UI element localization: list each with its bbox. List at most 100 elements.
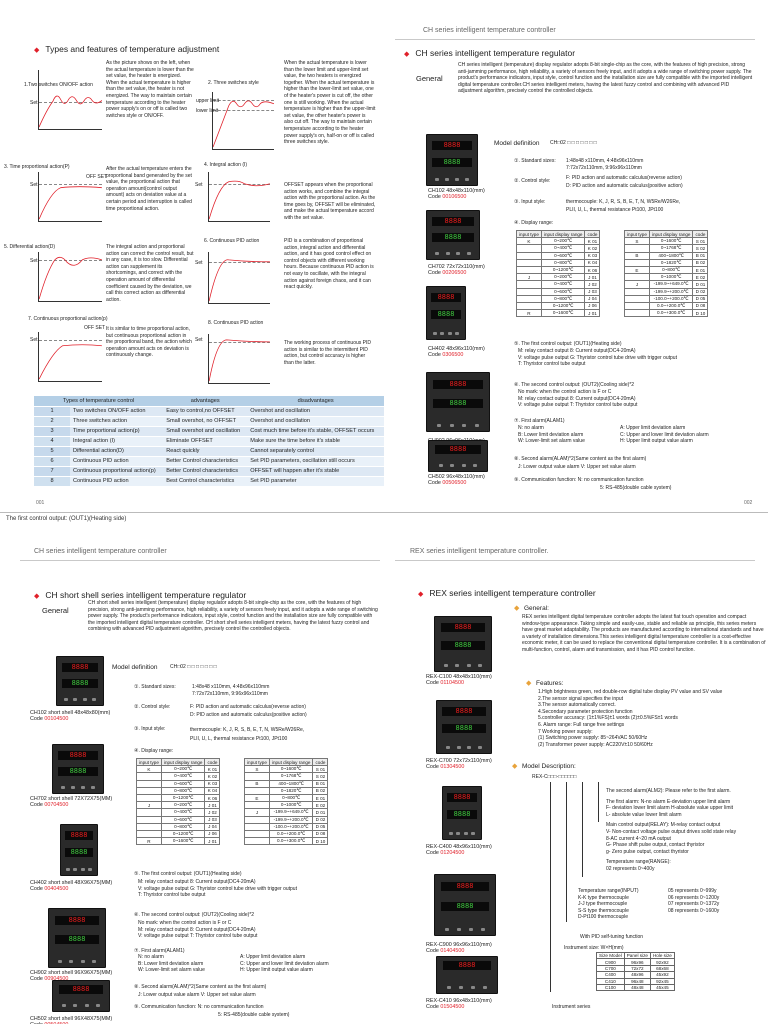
spec-alarm2-label: ⑧. Second alarm(ALAM)*2(Same content as … xyxy=(134,984,267,990)
device-size: 96x48x110(mm) xyxy=(453,998,492,1004)
model-tree-line xyxy=(566,782,567,922)
table-cell: 0~800℃ xyxy=(160,822,206,831)
graph-sv-1: Set xyxy=(30,100,38,106)
table-cell: K 03 xyxy=(584,251,601,260)
button-row xyxy=(59,1004,104,1007)
pid-note: With PID self-tuning function xyxy=(580,934,644,940)
table-cell: K xyxy=(136,765,162,774)
table-cell: 0~1200℃ xyxy=(160,793,206,803)
button-row xyxy=(443,986,491,989)
table-cell: E 01 xyxy=(312,793,329,803)
device-code: Code 00506500 xyxy=(428,480,467,486)
key-button xyxy=(456,746,461,749)
device-code: Code 00106500 xyxy=(428,194,467,200)
table-cell: J 01 xyxy=(204,837,221,846)
key-button xyxy=(467,746,472,749)
table-cell xyxy=(516,251,542,260)
table-cell: Continuous proportional action(p) xyxy=(70,466,164,477)
range-code: 05 represents 0~999y xyxy=(668,888,717,894)
table-cell: J 02 xyxy=(584,280,601,289)
tree-item: Temperature range(RANGE): xyxy=(606,859,671,866)
table-cell: Set PID parameters, oscillation still oc… xyxy=(247,456,384,467)
spec-out1-label: ⑤. The first control output: (OUT1)(Heat… xyxy=(514,341,622,347)
spec-sizes-label: ①. Standard sizes: xyxy=(514,158,556,164)
button-row xyxy=(441,664,486,667)
tree-item: Main control output(RELAY): M-relay cont… xyxy=(606,822,721,829)
spec-line: V: voltage pulse output G: Thyristor con… xyxy=(518,354,677,361)
key-button xyxy=(461,464,466,467)
spec-comm-label: ⑨. Communication function: N: no communi… xyxy=(134,1004,264,1010)
graph-label-4: 4. Integral action (I) xyxy=(204,162,248,168)
display-green: 8888 xyxy=(441,902,489,911)
key-button xyxy=(66,868,71,871)
table-cell xyxy=(516,258,542,267)
graph-curve xyxy=(39,95,102,128)
display-red: 8888 xyxy=(64,831,94,840)
spec-display-label: ④. Display range: xyxy=(514,220,554,226)
spec-comm-value: 5: RS-485(double cable system) xyxy=(600,485,672,491)
key-button xyxy=(58,960,63,963)
model-description-heading: Model Description: xyxy=(522,763,576,770)
table-cell: J 04 xyxy=(584,294,601,303)
device-code: Code 00704500 xyxy=(30,802,69,808)
column-header: input type xyxy=(516,229,542,239)
graph-label-2: 2. Three switches style xyxy=(208,80,259,86)
column-header: input type xyxy=(624,229,650,239)
desc-differential: The integral action and proportional act… xyxy=(106,244,194,303)
device-size: 48x96x110(mm) xyxy=(446,346,485,352)
graph-sv-7: Set xyxy=(30,337,38,343)
graph-curve xyxy=(39,186,102,220)
table-cell: Continuous PID action xyxy=(70,476,164,487)
table-cell: J 03 xyxy=(584,287,601,296)
table-cell: K xyxy=(516,237,542,246)
table-cell xyxy=(136,815,162,824)
table-cell: B 01 xyxy=(692,251,709,260)
key-button xyxy=(87,868,92,871)
table-cell xyxy=(136,808,162,817)
table-cell: 0~800℃ xyxy=(540,258,586,267)
device-name: CH702 short shell xyxy=(30,796,73,802)
table-cell: J 01 xyxy=(584,273,601,282)
general-label: General xyxy=(416,74,443,83)
display-red: 8888 xyxy=(446,793,478,803)
spec-line: V: voltage pulse output T: Thyristor con… xyxy=(518,402,638,409)
spec-sizes-label: ①. Standard sizes: xyxy=(134,684,176,690)
table-cell xyxy=(244,822,270,831)
display-red: 8888 xyxy=(58,984,104,994)
table-cell: K 03 xyxy=(204,779,221,788)
range-code: 07 represents 0~1372y xyxy=(668,901,720,908)
key-button xyxy=(471,832,476,835)
key-button xyxy=(473,464,478,467)
table-cell: Continuous PID action xyxy=(70,456,164,467)
key-button xyxy=(455,332,460,335)
feature-item: 5.controller accuracy: (1±1%FS)±1 words … xyxy=(538,715,678,722)
table-cell: Eliminate OFFSET xyxy=(163,436,248,447)
spec-sizes-value-2: 7:72x72x110mm, 9:96x96x110mm xyxy=(192,691,268,697)
table-cell: 0~1200℃ xyxy=(540,265,586,275)
table-cell: 6 xyxy=(34,456,70,467)
features-heading: Features: xyxy=(536,680,564,687)
table-cell: 0~1820℃ xyxy=(268,786,314,795)
key-button xyxy=(465,178,469,181)
device-size: 72x72x110(mm) xyxy=(453,758,492,764)
table-cell: D 08 xyxy=(692,301,709,311)
display-red: 8888 xyxy=(440,623,486,633)
graph-on-off xyxy=(38,70,102,130)
device-caption: REX-C400 48x96x110(mm)Code 01204500 xyxy=(426,844,492,856)
desc-on-off: As the picture shows on the left, when t… xyxy=(106,60,194,119)
device-code-value: 00504500 xyxy=(44,1022,68,1024)
spec-alarm1-label: ⑦. First alarm(ALAM1) xyxy=(514,418,565,424)
display-green: 8888 xyxy=(64,847,94,857)
column-header: input display range xyxy=(540,229,586,239)
table-cell: S xyxy=(244,765,270,774)
